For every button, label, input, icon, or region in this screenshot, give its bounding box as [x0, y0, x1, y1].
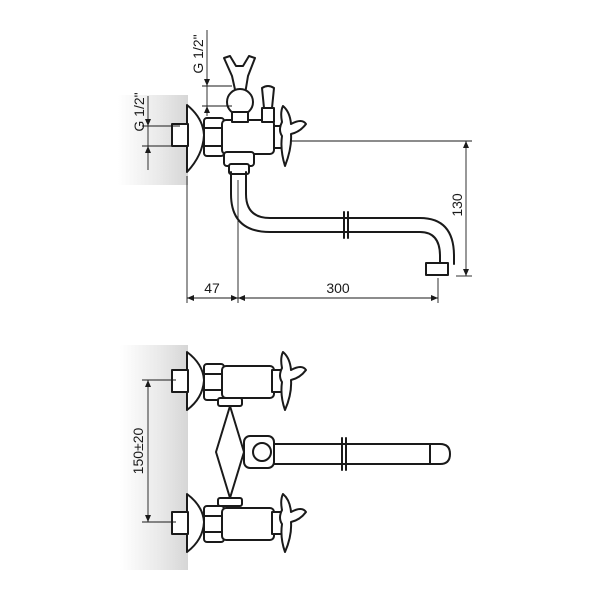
mixer-body: [221, 119, 275, 155]
cross-handle: [279, 105, 307, 167]
lever-handle: [261, 85, 275, 111]
dim-thread-top: G 1/2": [190, 30, 232, 116]
height-130-label: 130: [449, 193, 465, 217]
upper-cross-handle: [279, 351, 307, 411]
side-view: G 1/2" G 1/2" 130: [118, 30, 472, 303]
inlet-pipe: [171, 123, 189, 147]
lower-body: [221, 507, 275, 541]
lower-cross-handle: [279, 493, 307, 553]
reach-300-label: 300: [326, 280, 350, 296]
spout: [230, 171, 441, 265]
thread-top-label: G 1/2": [190, 34, 206, 73]
shower-holder: [223, 55, 256, 95]
offset-47-label: 47: [204, 280, 220, 296]
spout-aerator: [425, 262, 449, 276]
dim-thread-left: G 1/2": [131, 92, 180, 170]
spacing-label: 150±20: [130, 427, 146, 474]
upper-body: [221, 365, 275, 399]
spout-collar: [228, 163, 250, 175]
dim-horizontal: 47 300: [186, 176, 439, 303]
central-diamond: [215, 405, 245, 499]
upper-flange: [186, 351, 205, 411]
dim-height-130: 130: [290, 140, 472, 277]
front-view: 150±20: [120, 345, 451, 570]
lower-flange: [186, 493, 205, 553]
wall-flange: [186, 104, 205, 173]
diverter-stem: [231, 111, 249, 123]
spout-front: [273, 443, 451, 465]
dim-spacing: 150±20: [130, 379, 176, 523]
thread-left-label: G 1/2": [131, 92, 147, 131]
